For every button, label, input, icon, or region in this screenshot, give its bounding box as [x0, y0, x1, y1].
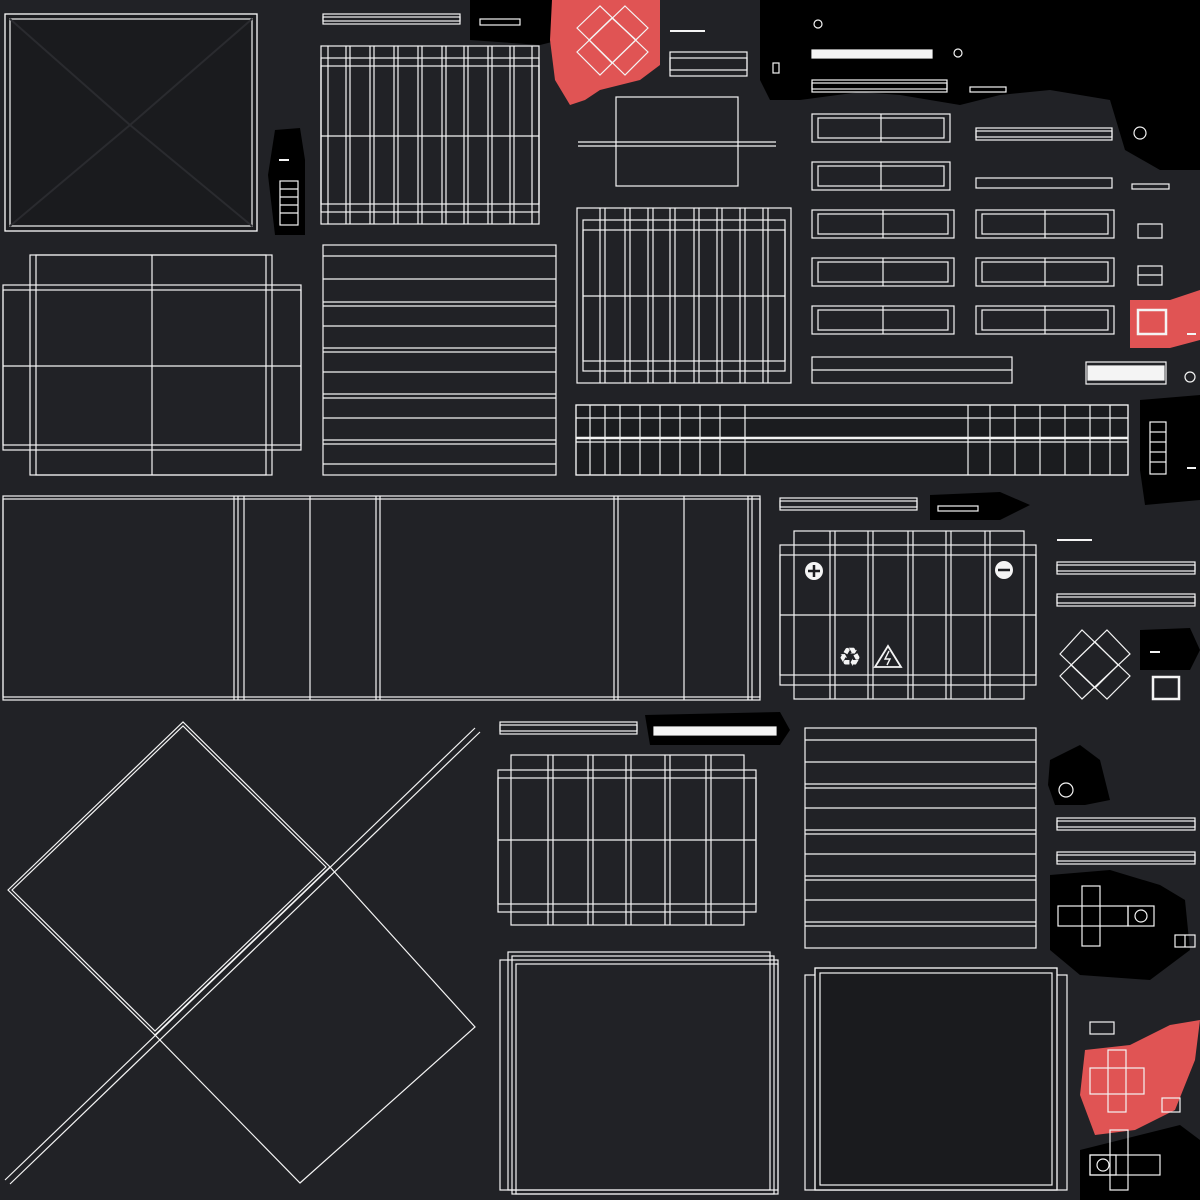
uv-battery-back-panel	[497, 721, 777, 926]
uv-horizontal-lines-panel	[322, 244, 557, 476]
uv-bottom-left-square	[499, 951, 779, 1195]
uv-battery-top-panel	[320, 45, 540, 225]
accent-island-bottom	[1080, 1020, 1200, 1135]
uv-right-lower-parts	[1056, 782, 1196, 1191]
island-strip-a	[930, 492, 1030, 520]
island-top-right	[760, 0, 1200, 170]
uv-bottom-right-square	[804, 967, 1068, 1191]
uv-battery-side-panel	[576, 207, 792, 384]
island-strip-b	[1140, 628, 1200, 670]
uv-battery-front-panel	[779, 497, 1037, 700]
uv-right-mid-parts	[1056, 539, 1196, 701]
uv-diamond-cluster-top	[576, 5, 649, 76]
uv-horizontal-lines-panel-lower	[804, 727, 1037, 949]
uv-panel-grid-left	[2, 254, 302, 476]
minus-terminal-icon	[995, 561, 1013, 579]
uv-small-vents	[279, 159, 1196, 475]
accent-island-top	[550, 0, 660, 105]
island-cross	[1050, 870, 1190, 980]
uv-big-diamond-shape	[4, 721, 481, 1185]
uv-thin-bars-top	[322, 13, 1170, 190]
uv-long-strip-panel	[575, 404, 1129, 476]
electrical-warning-icon	[873, 644, 903, 668]
plus-terminal-icon	[805, 562, 823, 580]
uv-pill-rows	[811, 79, 1168, 385]
uv-wide-mid-panel	[2, 495, 761, 701]
recycle-icon: ♻	[838, 643, 861, 673]
wireframe-layer	[2, 5, 1196, 1195]
island-mid-right	[1140, 395, 1200, 505]
island-knob	[1048, 745, 1110, 805]
uv-square-top-left	[4, 13, 258, 232]
island-top-dark	[470, 0, 560, 45]
uv-lid-panel	[578, 96, 776, 187]
